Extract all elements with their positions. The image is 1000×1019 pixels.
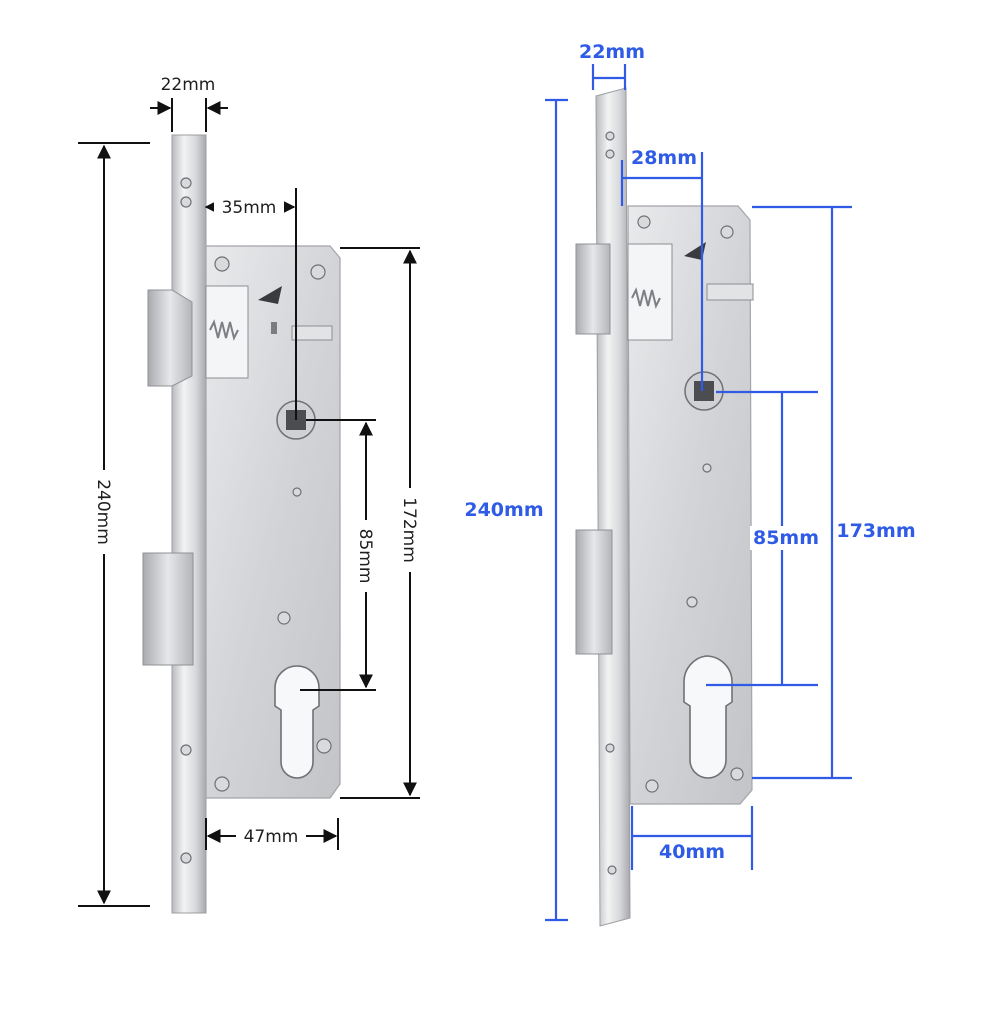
right-cylinder-keyhole	[683, 655, 733, 779]
left-case-height-label: 172mm	[399, 497, 419, 563]
left-cylinder-keyhole	[274, 665, 320, 779]
left-lock-body	[142, 134, 341, 914]
right-dimension-lines	[545, 64, 852, 922]
right-lock-body	[575, 87, 754, 927]
left-latch-bolt	[147, 289, 193, 387]
right-faceplate	[595, 87, 631, 927]
left-triangle-marker	[258, 286, 282, 304]
left-faceplate	[171, 134, 207, 914]
right-lock-case	[627, 205, 753, 805]
right-latch-bolt	[575, 243, 611, 335]
left-total-height-label: 240mm	[93, 479, 113, 545]
left-backset-label: 35mm	[222, 198, 277, 218]
right-screws	[605, 131, 744, 875]
left-screws	[180, 177, 332, 864]
right-dead-bolt	[575, 529, 613, 655]
left-case-depth-label: 47mm	[244, 827, 299, 847]
left-lock-case	[205, 245, 341, 799]
left-spring	[209, 319, 239, 341]
left-center-distance-label: 85mm	[355, 529, 375, 584]
right-backset-label: 28mm	[631, 147, 697, 169]
left-faceplate-width-label: 22mm	[161, 75, 216, 95]
right-faceplate-width-label: 22mm	[579, 41, 645, 63]
right-center-distance-label: 85mm	[753, 527, 819, 549]
right-total-height-label: 240mm	[464, 499, 543, 521]
right-spring	[631, 287, 661, 309]
right-triangle-marker	[684, 242, 706, 260]
right-case-depth-label: 40mm	[659, 841, 725, 863]
right-case-height-label: 173mm	[836, 520, 915, 542]
left-dead-bolt	[142, 552, 194, 666]
